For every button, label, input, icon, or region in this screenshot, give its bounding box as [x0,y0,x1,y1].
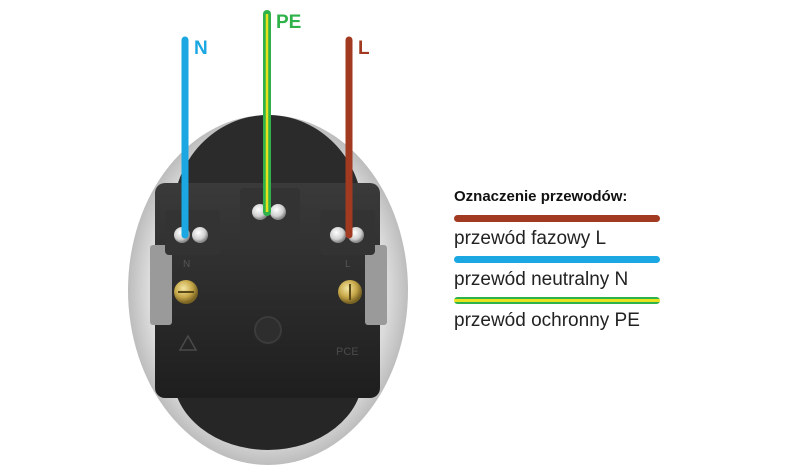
legend-line-protective [454,297,660,304]
mounting-claw-left [150,245,172,325]
legend-text-neutral: przewód neutralny N [454,269,629,290]
wire-label-l: L [358,38,370,59]
legend-text-protective: przewód ochronny PE [454,310,640,331]
marking-n: N [183,259,190,270]
center-boss [254,316,282,344]
recycle-icon [178,334,198,351]
legend-item-phase: przewód fazowy L [454,215,664,250]
marking-l: L [345,259,351,270]
legend: Oznaczenie przewodów: przewód fazowy L p… [454,188,664,338]
legend-title: Oznaczenie przewodów: [454,188,628,205]
screw-right [338,280,362,304]
legend-item-neutral: przewód neutralny N [454,256,664,291]
wire-label-n: N [194,38,208,59]
socket-body [150,115,387,450]
legend-item-protective: przewód ochronny PE [454,297,664,332]
wire-label-pe: PE [276,12,302,33]
legend-line-phase [454,215,660,222]
legend-line-neutral [454,256,660,263]
legend-text-phase: przewód fazowy L [454,228,607,249]
mounting-claw-right [365,245,387,325]
marking-brand: PCE [336,346,359,358]
screw-left [174,280,198,304]
